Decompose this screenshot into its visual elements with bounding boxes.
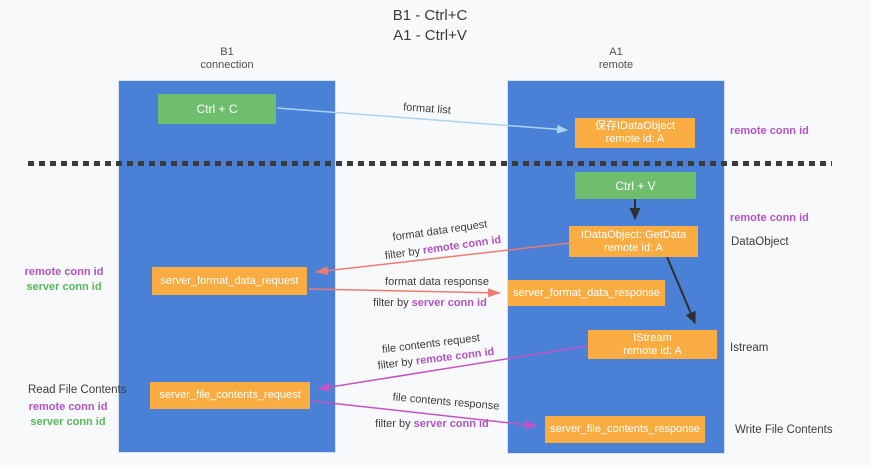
- node-format-response-label: server_format_data_response: [513, 286, 660, 299]
- label-remote-conn-id-top-right: remote conn id: [730, 125, 809, 137]
- label-remote-conn-id-left-top: remote conn id: [24, 266, 104, 278]
- node-ctrl-v: Ctrl + V: [575, 172, 696, 199]
- lane-header-a1: A1 remote: [508, 46, 724, 72]
- filter-id-server-2: server conn id: [413, 418, 489, 430]
- node-ctrl-c-label: Ctrl + C: [196, 102, 238, 116]
- node-istream-line2: remote id: A: [623, 344, 682, 357]
- lane-b1-name: B1: [220, 46, 234, 58]
- filter-prefix-4: filter by: [375, 418, 411, 430]
- diagram-title: B1 - Ctrl+C A1 - Ctrl+V: [0, 6, 860, 46]
- node-istream: IStream remote id: A: [588, 330, 717, 359]
- node-server-format-data-response: server_format_data_response: [508, 280, 665, 306]
- node-save-dataobject-line1: 保存IDataObject: [594, 120, 676, 132]
- node-ctrl-v-label: Ctrl + V: [615, 178, 656, 193]
- label-conn-ids-left-bottom: remote conn id server conn id: [24, 400, 112, 430]
- node-server-file-contents-request: server_file_contents_request: [150, 382, 310, 409]
- filter-prefix-3: filter by: [377, 355, 414, 373]
- label-dataobject: DataObject: [731, 236, 789, 248]
- label-read-file-contents: Read File Contents: [28, 384, 127, 396]
- label-server-conn-id-left-top: server conn id: [26, 281, 102, 293]
- node-save-dataobject-line2: remote id: A: [605, 133, 665, 145]
- node-server-file-contents-response: server_file_contents_response: [545, 416, 705, 443]
- node-save-dataobject: 保存IDataObject remote id: A: [575, 118, 695, 148]
- edge-label-format-list: format list: [402, 101, 452, 117]
- lane-b1-role: connection: [200, 59, 254, 71]
- filter-id-server-1: server conn id: [411, 297, 487, 309]
- label-server-conn-id-left-bottom: server conn id: [30, 416, 106, 428]
- node-getdata-line1: IDataObject::GetData: [580, 228, 687, 241]
- title-line-2: A1 - Ctrl+V: [393, 27, 467, 44]
- node-idataobject-getdata: IDataObject::GetData remote id: A: [569, 226, 698, 257]
- label-conn-ids-left-top: remote conn id server conn id: [20, 265, 108, 295]
- filter-prefix-1: filter by: [384, 245, 421, 263]
- lane-header-b1: B1 connection: [119, 46, 335, 72]
- label-istream: Istream: [730, 342, 769, 354]
- label-remote-conn-id-mid-right: remote conn id: [730, 212, 809, 224]
- edge-label-file-contents-response: file contents response: [392, 391, 500, 413]
- arrow-format-data-response: [308, 288, 501, 298]
- lane-a1-role: remote: [598, 59, 634, 71]
- filter-prefix-2: filter by: [373, 297, 409, 309]
- node-server-format-data-request: server_format_data_request: [152, 267, 307, 295]
- lane-a1-name: A1: [609, 46, 623, 58]
- node-istream-line1: IStream: [633, 331, 672, 344]
- label-remote-conn-id-left-bottom: remote conn id: [28, 401, 108, 413]
- node-getdata-line2: remote id: A: [604, 241, 663, 254]
- node-format-request-label: server_format_data_request: [160, 274, 299, 287]
- node-ctrl-c: Ctrl + C: [158, 94, 276, 124]
- label-write-file-contents: Write File Contents: [735, 424, 833, 436]
- edge-label-format-data-response: format data response: [385, 276, 489, 288]
- node-file-request-label: server_file_contents_request: [159, 389, 301, 401]
- node-file-response-label: server_file_contents_response: [550, 423, 700, 435]
- dashed-separator: [28, 161, 832, 166]
- title-line-1: B1 - Ctrl+C: [392, 7, 468, 24]
